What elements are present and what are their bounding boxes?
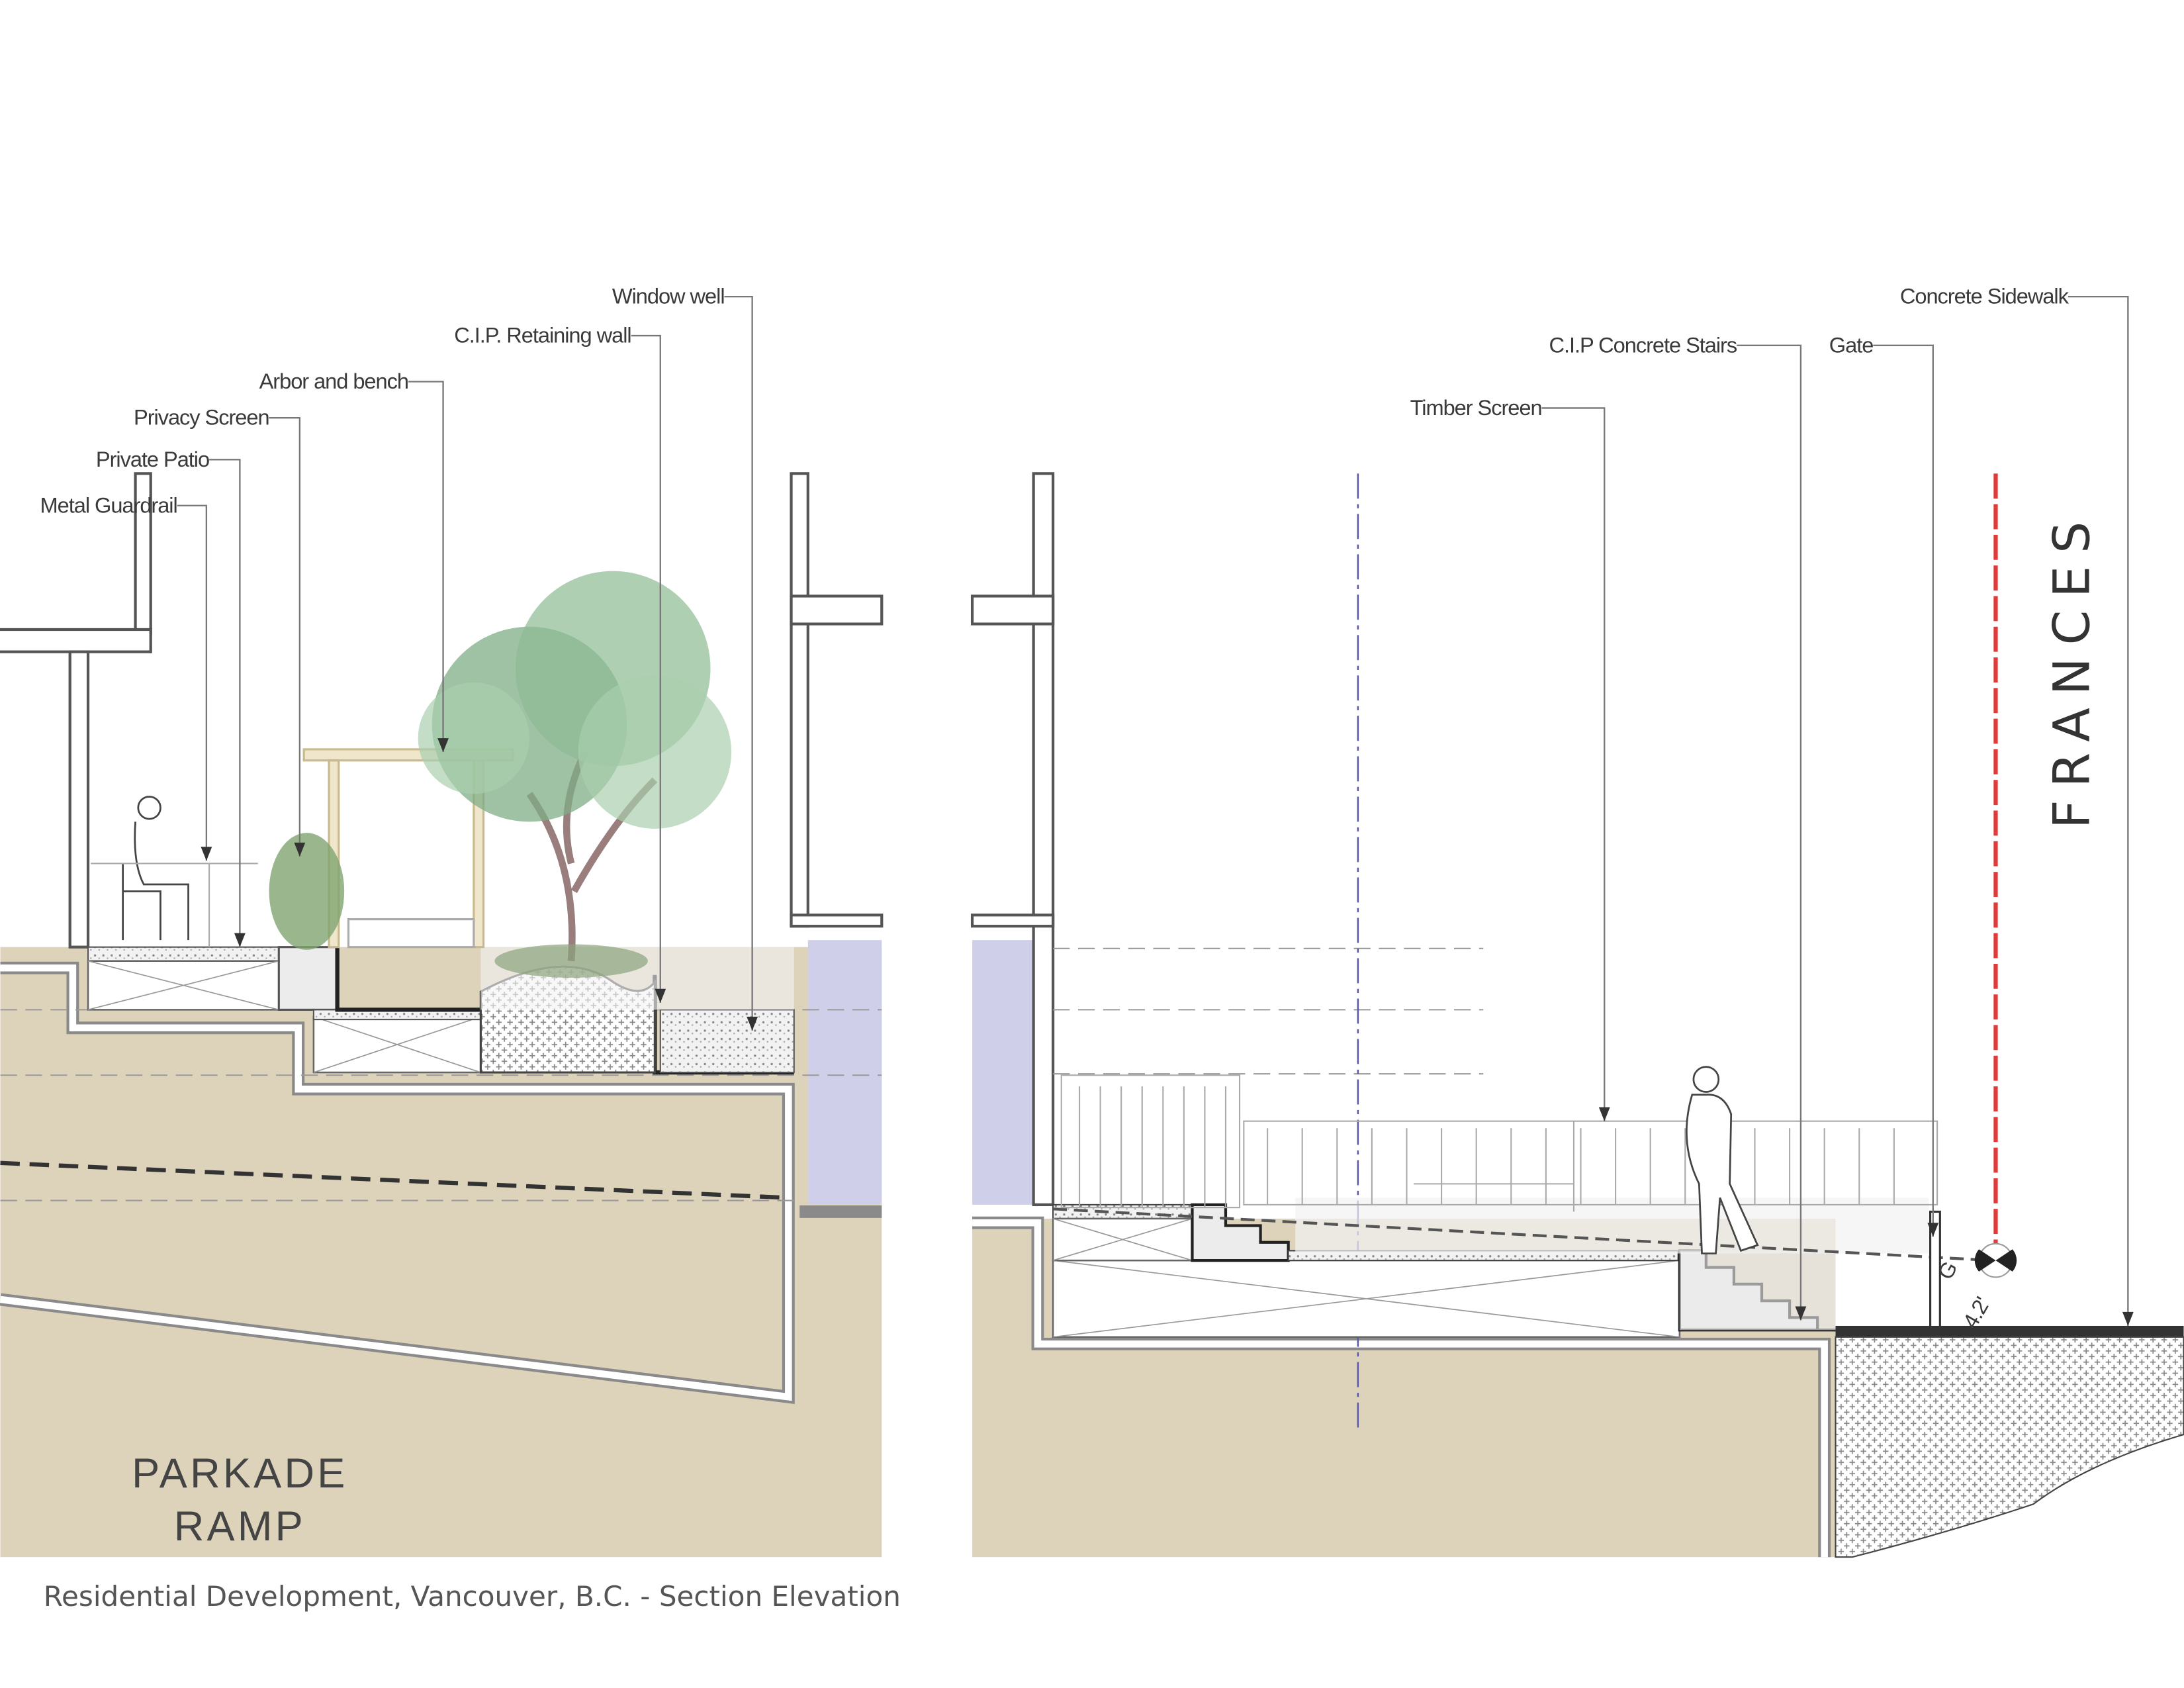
privacy-screen-shrub bbox=[269, 833, 345, 950]
datum-marker: G 4.2' bbox=[1933, 1243, 2017, 1333]
right-section: G 4.2' FRANCES bbox=[970, 472, 2184, 1558]
callout-arbor-bench: Arbor and bench bbox=[259, 369, 408, 393]
concrete-sidewalk bbox=[1835, 1325, 2184, 1337]
callout-private-patio: Private Patio bbox=[96, 447, 209, 471]
building-slab bbox=[0, 628, 152, 653]
parkade-label-line2: RAMP bbox=[174, 1503, 306, 1550]
callout-window-well: Window well bbox=[612, 284, 725, 308]
ramp-slope-line bbox=[0, 1160, 788, 1200]
drawing-caption: Residential Development, Vancouver, B.C.… bbox=[44, 1580, 901, 1613]
right-callouts: Timber Screen C.I.P Concrete Stairs Gate… bbox=[1410, 284, 2134, 1326]
left-callouts: Window well C.I.P. Retaining wall Arbor … bbox=[40, 284, 758, 1031]
callout-timber-screen: Timber Screen bbox=[1410, 395, 1542, 420]
window-well-gravel bbox=[659, 1009, 795, 1074]
callout-gate: Gate bbox=[1829, 332, 1874, 357]
parkade-label-line1: PARKADE bbox=[132, 1450, 347, 1497]
building-column bbox=[68, 650, 90, 949]
upper-stairs bbox=[1191, 1203, 1290, 1262]
tree bbox=[418, 571, 732, 978]
left-section: PARKADE RAMP bbox=[0, 472, 884, 1558]
private-patio-paving bbox=[87, 946, 280, 962]
callout-concrete-stairs: C.I.P Concrete Stairs bbox=[1549, 332, 1737, 357]
walking-person-figure bbox=[1686, 1066, 1759, 1254]
callout-concrete-sidewalk: Concrete Sidewalk bbox=[1900, 284, 2070, 308]
callout-retaining-wall: C.I.P. Retaining wall bbox=[454, 323, 631, 348]
sidewalk-subgrade bbox=[1835, 1336, 2184, 1558]
timber-screen bbox=[1060, 1074, 1938, 1212]
window-well-left bbox=[807, 940, 882, 1205]
window-well-right bbox=[972, 940, 1034, 1205]
street-label-frances: FRANCES bbox=[2042, 509, 2101, 829]
callout-metal-guardrail: Metal Guardrail bbox=[40, 492, 177, 517]
callout-privacy-screen: Privacy Screen bbox=[134, 405, 269, 430]
seated-person-figure bbox=[91, 796, 258, 947]
